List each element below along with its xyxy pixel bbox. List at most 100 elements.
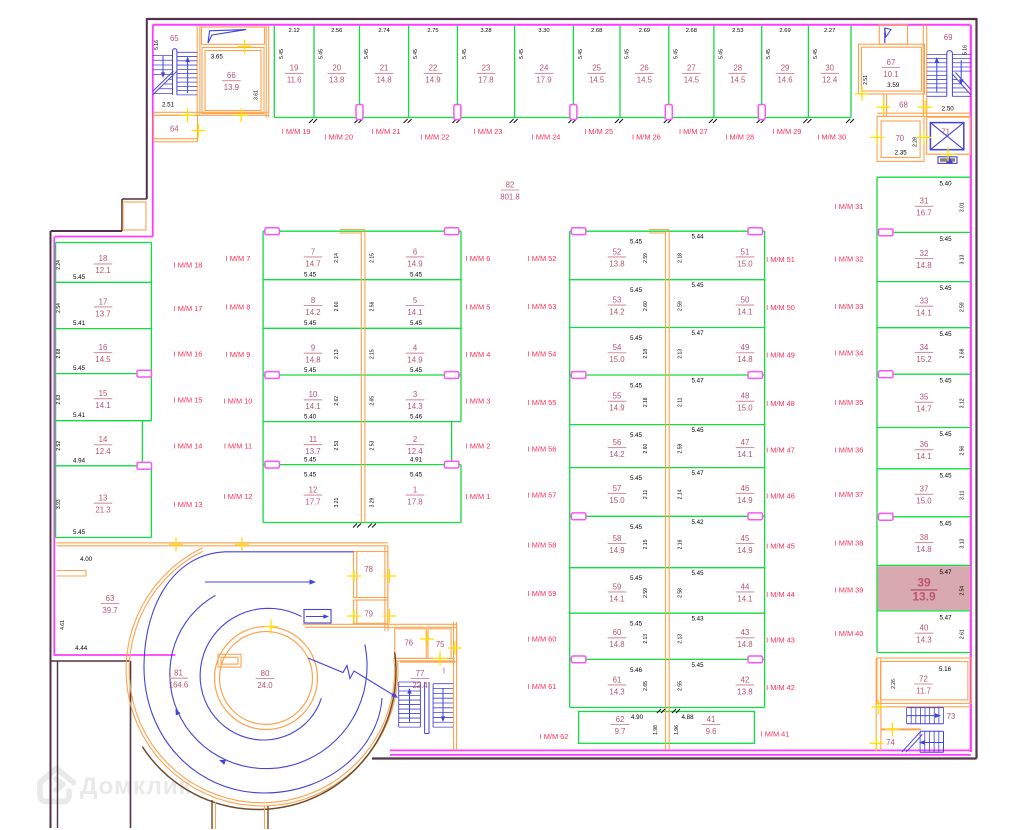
svg-text:5.45: 5.45 [939,431,952,438]
svg-text:I М/М 1: I М/М 1 [466,492,491,501]
svg-text:2.56: 2.56 [960,446,966,456]
svg-text:I М/М 2: I М/М 2 [466,441,491,450]
svg-text:5.47: 5.47 [691,330,704,337]
svg-text:14.9: 14.9 [425,76,440,85]
svg-text:67: 67 [887,58,896,67]
svg-text:I М/М 13: I М/М 13 [174,500,203,509]
svg-text:14.1: 14.1 [737,594,752,603]
svg-text:13.8: 13.8 [329,76,344,85]
svg-text:2.13: 2.13 [643,634,649,644]
svg-text:3.12: 3.12 [960,398,966,408]
svg-text:5.44: 5.44 [691,234,704,241]
svg-text:14.1: 14.1 [305,402,320,411]
svg-text:5.42: 5.42 [691,519,704,526]
svg-text:I М/М 59: I М/М 59 [528,589,557,598]
svg-text:28: 28 [733,64,742,73]
svg-text:I М/М 22: I М/М 22 [421,132,450,141]
svg-text:15.0: 15.0 [916,497,932,506]
svg-text:14.5: 14.5 [95,355,111,364]
svg-text:26: 26 [640,64,649,73]
svg-text:5.46: 5.46 [410,413,423,420]
svg-text:I М/М 16: I М/М 16 [174,349,203,358]
svg-text:I М/М 60: I М/М 60 [528,635,557,644]
svg-text:53: 53 [613,295,622,304]
svg-text:I М/М 52: I М/М 52 [528,254,557,263]
svg-text:5.45: 5.45 [673,49,679,59]
svg-text:75: 75 [436,640,445,649]
svg-text:59: 59 [613,582,622,591]
svg-text:3.61: 3.61 [254,90,260,100]
svg-text:2.11: 2.11 [678,397,684,407]
svg-text:2.24: 2.24 [56,260,62,270]
svg-text:5.47: 5.47 [939,614,952,621]
svg-text:I М/М 53: I М/М 53 [528,302,557,311]
svg-text:5.45: 5.45 [630,524,643,531]
svg-text:5.45: 5.45 [413,49,419,59]
svg-text:5.45: 5.45 [304,320,317,327]
svg-text:71: 71 [941,128,950,137]
svg-text:2.55: 2.55 [678,681,684,691]
svg-text:I М/М 44: I М/М 44 [766,590,795,599]
svg-text:I М/М 58: I М/М 58 [528,540,557,549]
svg-text:2.59: 2.59 [643,588,649,598]
svg-text:49: 49 [741,343,750,352]
svg-text:39: 39 [917,576,931,590]
svg-text:40: 40 [920,624,929,633]
svg-text:77: 77 [416,669,425,678]
svg-text:12: 12 [309,485,318,494]
svg-text:I М/М 50: I М/М 50 [766,303,795,312]
svg-text:14.2: 14.2 [609,450,624,459]
svg-text:7: 7 [311,247,315,256]
svg-text:2.59: 2.59 [678,301,684,311]
svg-text:5.16: 5.16 [154,40,160,50]
svg-text:2.26: 2.26 [891,679,897,689]
svg-text:I М/М 5: I М/М 5 [466,302,491,311]
svg-text:14.3: 14.3 [916,636,931,645]
svg-text:11: 11 [309,435,317,444]
svg-text:5.47: 5.47 [939,569,952,576]
svg-text:I М/М 24: I М/М 24 [532,132,561,141]
svg-text:70: 70 [895,134,904,143]
svg-text:22.4: 22.4 [412,681,428,690]
svg-text:30: 30 [825,64,834,73]
svg-text:35: 35 [920,393,929,402]
svg-text:14.9: 14.9 [737,546,752,555]
svg-text:5.45: 5.45 [691,570,704,577]
svg-text:3.65: 3.65 [211,54,224,61]
svg-text:I М/М 26: I М/М 26 [632,132,661,141]
svg-text:22: 22 [429,64,438,73]
svg-text:14.9: 14.9 [737,496,752,505]
svg-text:5.45: 5.45 [462,49,468,59]
svg-text:I М/М 9: I М/М 9 [226,350,251,359]
svg-text:5.45: 5.45 [625,49,631,59]
svg-text:15.0: 15.0 [737,259,753,268]
svg-text:I М/М 48: I М/М 48 [766,399,795,408]
svg-text:36: 36 [920,440,929,449]
svg-text:14: 14 [99,435,108,444]
svg-text:I М/М 8: I М/М 8 [226,302,251,311]
svg-text:2.13: 2.13 [678,634,684,644]
svg-text:2.59: 2.59 [643,253,649,263]
svg-text:61: 61 [613,675,622,684]
svg-text:I М/М 54: I М/М 54 [528,350,557,359]
svg-text:2.68: 2.68 [591,28,602,34]
svg-text:2.60: 2.60 [643,444,649,454]
svg-text:3.93: 3.93 [56,499,62,509]
svg-text:12.1: 12.1 [95,266,110,275]
svg-text:5.45: 5.45 [73,274,86,281]
svg-text:10.1: 10.1 [883,70,898,79]
svg-text:5.45: 5.45 [939,520,952,527]
svg-text:I М/М 51: I М/М 51 [766,255,795,264]
svg-text:63: 63 [106,594,115,603]
svg-text:15.0: 15.0 [609,496,625,505]
svg-text:46: 46 [741,484,750,493]
svg-text:2.15: 2.15 [370,349,376,359]
svg-text:I М/М 49: I М/М 49 [766,351,795,360]
svg-text:14.8: 14.8 [737,355,752,364]
svg-text:31: 31 [920,197,929,206]
svg-text:8: 8 [311,296,315,305]
svg-text:14.5: 14.5 [684,76,700,85]
svg-text:I М/М 35: I М/М 35 [835,398,864,407]
svg-text:12.4: 12.4 [95,447,111,456]
svg-text:I М/М 31: I М/М 31 [835,202,864,211]
